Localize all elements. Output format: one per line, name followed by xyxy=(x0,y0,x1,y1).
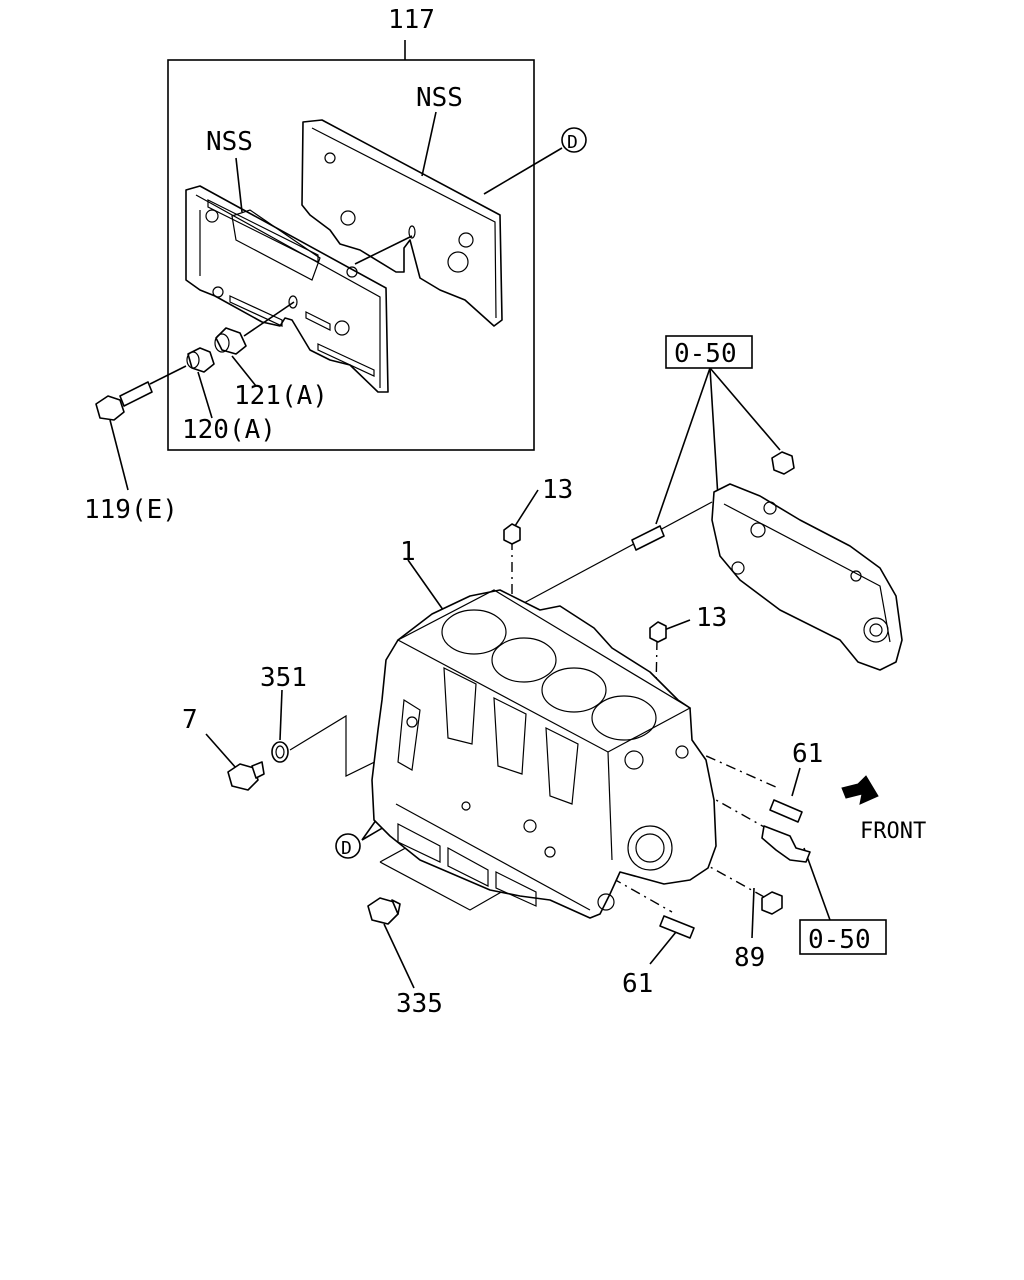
front-arrow-icon xyxy=(841,775,879,805)
front-plate-drawing xyxy=(185,185,389,393)
label-050-top: 0-50 xyxy=(674,339,737,369)
label-7: 7 xyxy=(182,705,198,735)
label-050-bottom: 0-50 xyxy=(808,925,871,955)
ring-351 xyxy=(271,741,289,763)
label-119e: 119(E) xyxy=(84,495,178,525)
label-d-bottom: D xyxy=(341,838,352,859)
oil-cooler-kit-group xyxy=(149,40,535,451)
bolt-119-drawing xyxy=(95,381,153,421)
label-335: 335 xyxy=(396,989,443,1019)
fitting-120-drawing xyxy=(186,347,215,373)
label-1: 1 xyxy=(400,537,416,567)
label-d-top: D xyxy=(567,132,578,153)
label-61-bottom: 61 xyxy=(622,969,653,999)
plug-13-top xyxy=(503,523,521,545)
label-89: 89 xyxy=(734,943,765,973)
plug-13-right xyxy=(649,621,667,643)
label-13-right: 13 xyxy=(696,603,727,633)
fitting-121-drawing xyxy=(214,327,247,355)
label-61-right: 61 xyxy=(792,739,823,769)
label-121a: 121(A) xyxy=(234,381,328,411)
label-13-top: 13 xyxy=(542,475,573,505)
plug-7 xyxy=(227,763,259,791)
label-front: FRONT xyxy=(860,819,926,844)
label-120a: 120(A) xyxy=(182,415,276,445)
ref-box-050-bottom xyxy=(799,919,887,955)
rear-gasket-drawing xyxy=(301,119,503,327)
small-parts xyxy=(227,451,811,939)
stud-050-top xyxy=(631,525,665,551)
ref-box-050-top xyxy=(665,335,753,369)
pin-61-bottom xyxy=(659,915,695,939)
oil-cooler-housing-drawing xyxy=(711,483,903,671)
label-nss-rear: NSS xyxy=(416,83,463,113)
cap-89 xyxy=(761,891,783,915)
pin-61-right xyxy=(769,799,803,823)
label-117: 117 xyxy=(388,5,435,35)
valve-050-bottom xyxy=(761,825,811,863)
label-nss-front: NSS xyxy=(206,127,253,157)
ref-circle-d-bottom xyxy=(335,833,361,859)
cylinder-block-drawing xyxy=(371,589,717,919)
label-351: 351 xyxy=(260,663,307,693)
nut-050-top xyxy=(771,451,795,475)
ref-circle-d-top xyxy=(561,127,587,153)
